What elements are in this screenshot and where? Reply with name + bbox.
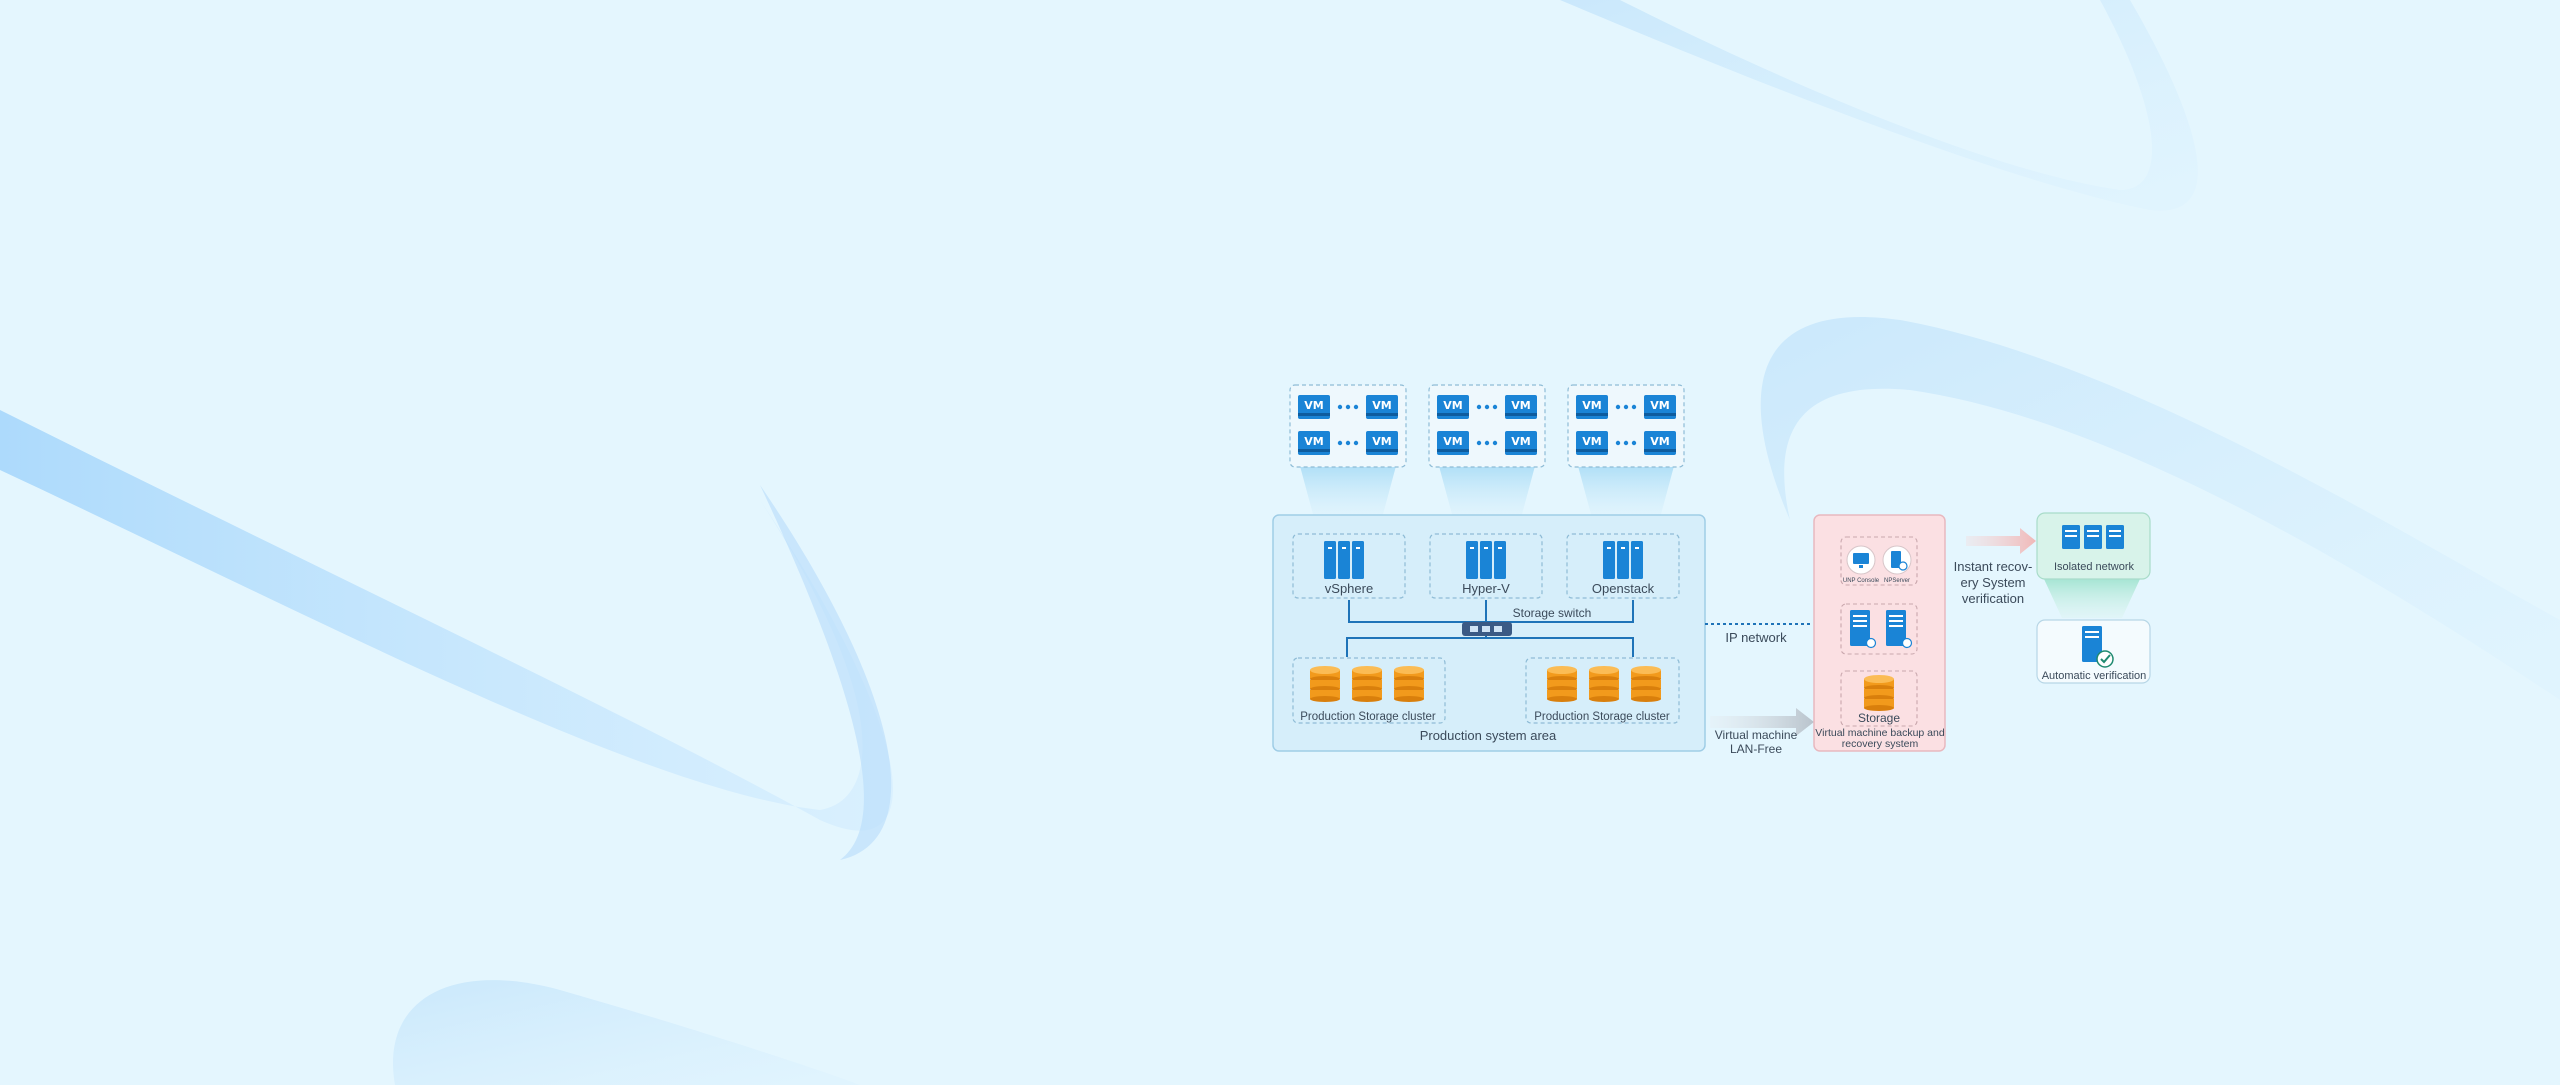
backup-server-icon	[1850, 610, 1877, 649]
vm-groups: VM VM VM VM VM VM VM VM VM VM VM VM	[1289, 384, 1685, 468]
vm-label: VM	[1443, 399, 1462, 412]
production-area-label: Production system area	[1420, 728, 1557, 743]
automatic-verification-label: Automatic verification	[2042, 670, 2147, 682]
storage-stack-group	[1310, 666, 1424, 702]
ribbon-right	[1760, 316, 2560, 700]
instant-recovery-arrow	[1966, 528, 2036, 554]
backup-storage-group: Storage	[1840, 670, 1918, 727]
vm-label: VM	[1304, 399, 1323, 412]
vm-icon: VM	[1437, 431, 1469, 455]
ellipsis-icon	[1476, 404, 1498, 410]
check-icon	[2096, 650, 2114, 668]
vm-icon: VM	[1298, 395, 1330, 419]
vm-icon: VM	[1644, 395, 1676, 419]
ellipsis-icon	[1476, 440, 1498, 446]
isolated-network-label: Isolated network	[2054, 561, 2135, 573]
hypervisor-label-openstack: Openstack	[1592, 581, 1655, 596]
storage-cylinder-icon	[1547, 666, 1577, 702]
backup-system-box	[1813, 514, 1946, 752]
backup-console-group: UNP Console NPServer	[1840, 536, 1918, 586]
server-icon	[1324, 541, 1364, 579]
vm-label: VM	[1443, 435, 1462, 448]
storage-cylinder-icon	[1394, 666, 1424, 702]
ribbon-left-thin	[760, 485, 892, 860]
storage-cylinder-icon	[1589, 666, 1619, 702]
vm-label: VM	[1650, 399, 1669, 412]
vm-icon: VM	[1366, 431, 1398, 455]
npserver-small-label: NPServer	[1884, 578, 1910, 584]
ellipsis-icon	[1615, 404, 1637, 410]
vm-label: VM	[1511, 435, 1530, 448]
vm-icon: VM	[1437, 395, 1469, 419]
lan-free-label-line1: Virtual machine	[1715, 728, 1798, 742]
hypervisor-label-vsphere: vSphere	[1325, 581, 1373, 596]
vm-label: VM	[1304, 435, 1323, 448]
server-icon	[1603, 541, 1643, 579]
server-icon	[1466, 541, 1506, 579]
vm-label: VM	[1372, 435, 1391, 448]
storage-cylinder-icon	[1631, 666, 1661, 702]
vm-icon: VM	[1298, 431, 1330, 455]
storage-cylinder-icon	[1864, 675, 1894, 711]
backup-servers-group	[1840, 603, 1918, 655]
vm-funnel-2	[1439, 466, 1535, 518]
hypervisor-hyperv: Hyper-V	[1429, 533, 1543, 599]
vm-icon: VM	[1576, 395, 1608, 419]
vm-group-3: VM VM VM VM	[1567, 384, 1685, 468]
lan-free-label-line2: LAN-Free	[1730, 742, 1782, 756]
storage-cluster-label-right: Production Storage cluster	[1534, 711, 1670, 723]
storage-switch-icon	[1462, 622, 1512, 636]
storage-cluster-left: Production Storage cluster	[1292, 657, 1446, 724]
backup-server-icon	[1886, 610, 1913, 649]
isolated-funnel	[2044, 579, 2140, 618]
storage-switch-label: Storage switch	[1513, 606, 1592, 620]
hypervisor-label-hyperv: Hyper-V	[1462, 581, 1510, 596]
vm-label: VM	[1511, 399, 1530, 412]
ribbon-bottom	[392, 980, 860, 1085]
instant-recovery-line2: ery System	[1960, 575, 2025, 590]
vm-icon: VM	[1576, 431, 1608, 455]
ribbon-top-right	[1560, 0, 2198, 211]
storage-cylinder-icon	[1310, 666, 1340, 702]
vm-funnel-3	[1578, 466, 1674, 518]
backup-caption-line1: Virtual machine backup and	[1815, 727, 1945, 739]
hypervisor-vsphere: vSphere	[1292, 533, 1406, 599]
ellipsis-icon	[1337, 440, 1359, 446]
ellipsis-icon	[1337, 404, 1359, 410]
vm-icon: VM	[1505, 431, 1537, 455]
vm-icon: VM	[1505, 395, 1537, 419]
lan-free-arrow	[1710, 708, 1814, 736]
ellipsis-icon	[1615, 440, 1637, 446]
vm-icon: VM	[1644, 431, 1676, 455]
backup-storage-label: Storage	[1858, 711, 1900, 725]
np-server-icon	[1891, 551, 1908, 571]
ip-network-label: IP network	[1725, 630, 1787, 645]
vm-group-1: VM VM VM VM	[1289, 384, 1407, 468]
instant-recovery-line3: verification	[1962, 591, 2024, 606]
vm-label: VM	[1372, 399, 1391, 412]
vm-group-2: VM VM VM VM	[1428, 384, 1546, 468]
instant-recovery-line1: Instant recov-	[1954, 559, 2033, 574]
storage-cluster-right: Production Storage cluster	[1525, 657, 1680, 724]
storage-cylinder-icon	[1352, 666, 1382, 702]
storage-stack-group	[1547, 666, 1661, 702]
vm-funnel-1	[1300, 466, 1396, 518]
console-small-label: UNP Console	[1843, 578, 1880, 584]
backup-caption-line2: recovery system	[1842, 738, 1919, 750]
verification-server-icon	[2082, 626, 2102, 662]
hypervisor-openstack: Openstack	[1566, 533, 1680, 599]
isolated-server-icons	[2062, 525, 2124, 549]
vm-icon: VM	[1366, 395, 1398, 419]
vm-label: VM	[1582, 435, 1601, 448]
storage-cluster-label-left: Production Storage cluster	[1300, 711, 1436, 723]
console-monitor-icon	[1853, 553, 1869, 568]
vm-label: VM	[1582, 399, 1601, 412]
storage-stack-group	[1864, 675, 1894, 711]
vm-label: VM	[1650, 435, 1669, 448]
